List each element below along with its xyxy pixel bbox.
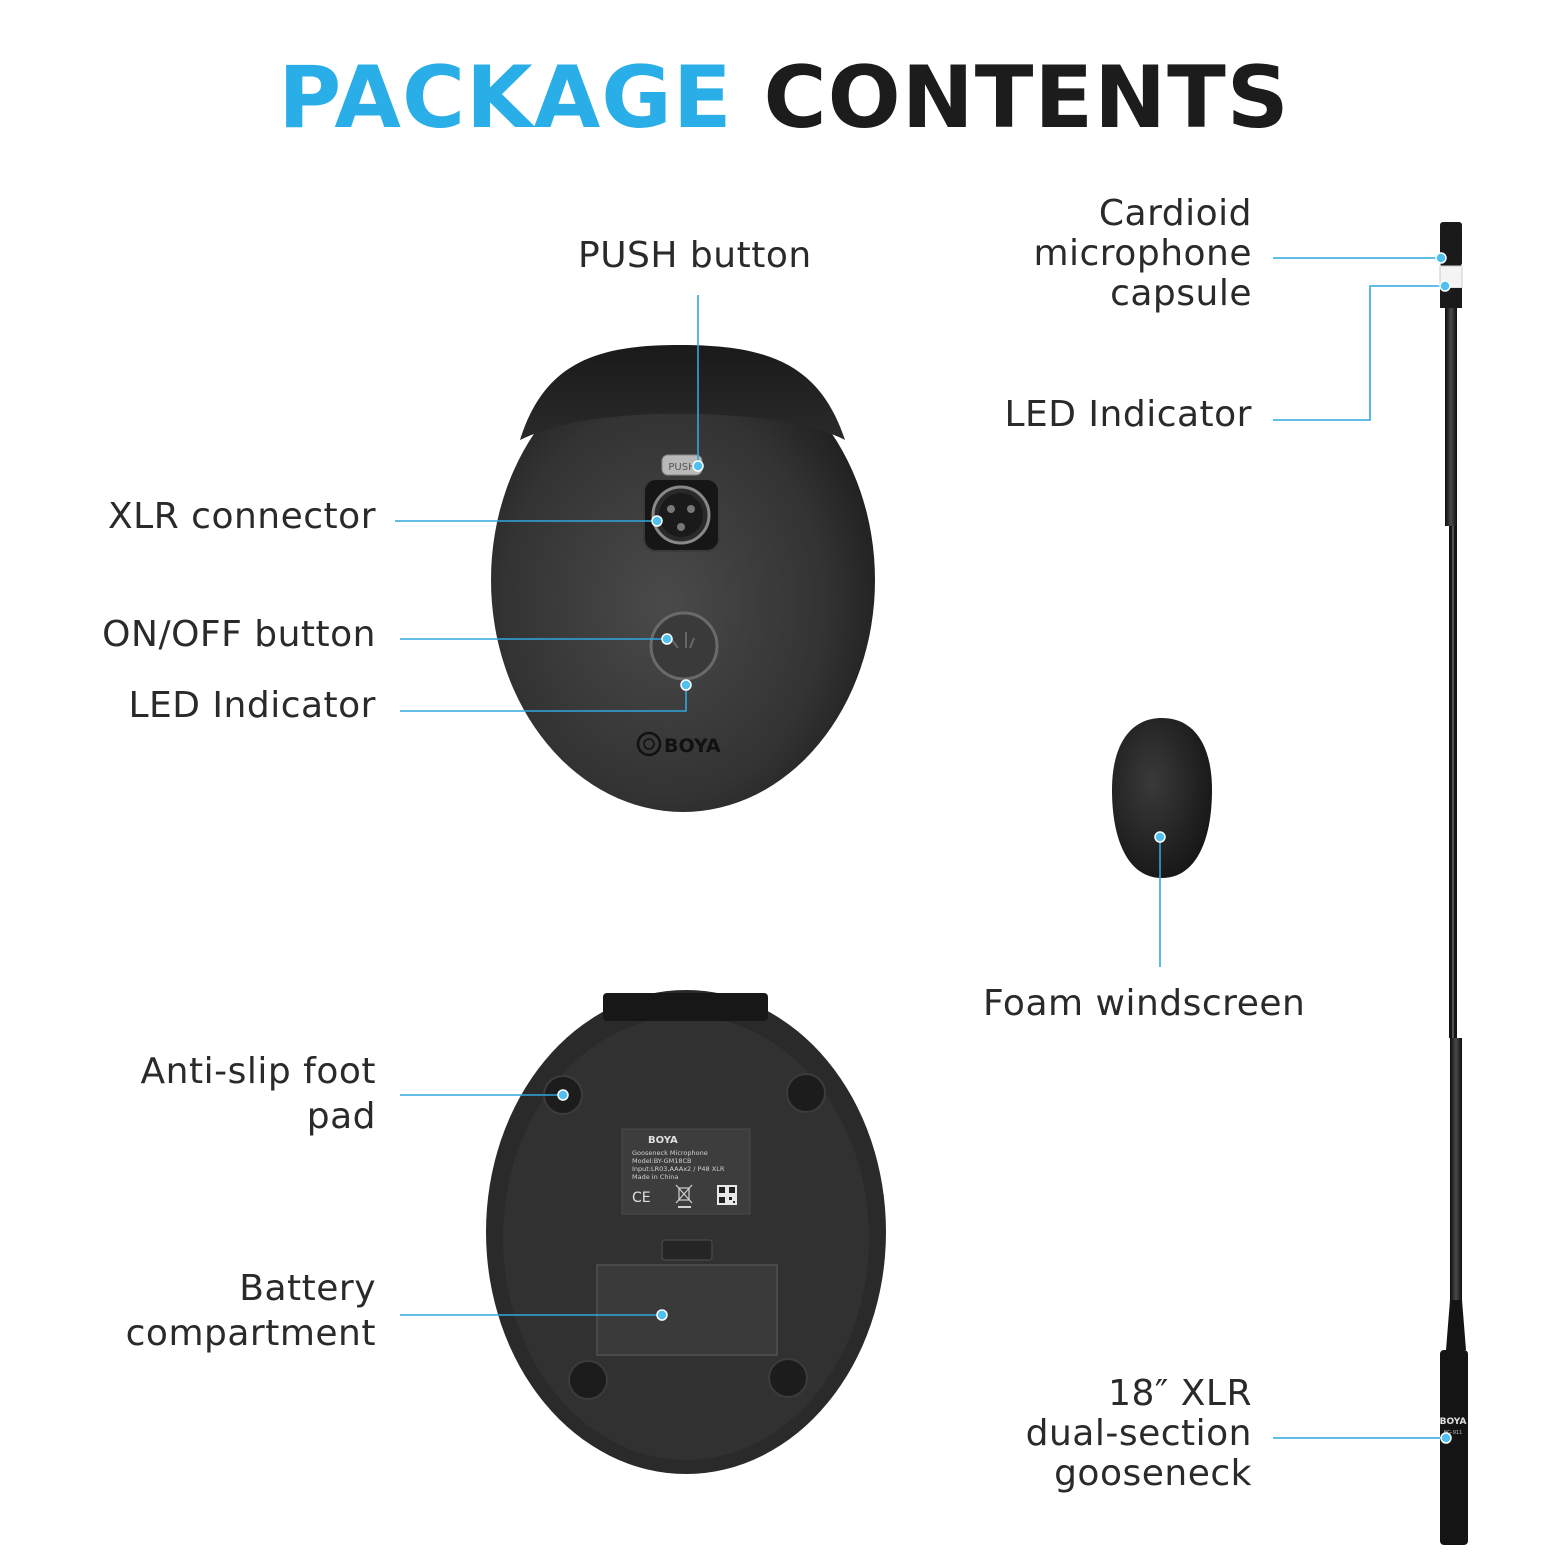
label-anti-slip-line-1: Anti-slip foot — [140, 1051, 376, 1092]
callout-dot — [692, 460, 704, 472]
sticker-line-4: Made in China — [632, 1173, 678, 1181]
push-button-text: PUSH — [668, 462, 695, 473]
page-title: PACKAGE CONTENTS — [0, 48, 1568, 148]
callout-dot — [1440, 1432, 1452, 1444]
callout-dot — [656, 1309, 668, 1321]
label-capsule-line-1: Cardioid — [1098, 193, 1252, 234]
ce-mark: CE — [632, 1190, 651, 1206]
callout-led-indicator-base — [400, 685, 687, 712]
callout-lines — [395, 257, 1446, 1439]
mic-model-text: BG-911 — [1444, 1430, 1463, 1436]
label-gooseneck-line-2: dual-section — [1025, 1413, 1252, 1454]
base-bottom-notch — [603, 993, 768, 1021]
label-gooseneck-line-1: 18″ XLR — [1108, 1373, 1252, 1414]
callout-dot — [1435, 252, 1447, 264]
xlr-body — [1440, 1350, 1468, 1545]
label-battery-line-1: Battery — [239, 1268, 376, 1309]
gooseneck-lower — [1450, 1038, 1462, 1300]
callout-dot — [557, 1089, 569, 1101]
sticker-brand: BOYA — [648, 1135, 678, 1146]
sticker-line-1: Gooseneck Microphone — [632, 1149, 708, 1157]
product-sticker: BOYA Gooseneck Microphone Model:BY-GM18C… — [621, 1128, 751, 1215]
label-led-indicator-base: LED Indicator — [128, 685, 376, 726]
sticker-line-3: Input:LR03,AAAx2 / P48 XLR — [632, 1165, 725, 1173]
base-bottom-view: BOYA Gooseneck Microphone Model:BY-GM18C… — [486, 990, 886, 1474]
foot-pad-icon — [786, 1073, 826, 1113]
label-gooseneck: 18″ XLR dual-section gooseneck — [930, 1374, 1252, 1494]
weee-bin-icon — [675, 1184, 693, 1208]
label-capsule-line-2: microphone — [1033, 233, 1252, 274]
base-top-view: PUSH BOYA — [491, 345, 875, 812]
battery-compartment-icon — [596, 1239, 778, 1356]
label-push-button: PUSH button — [578, 235, 812, 276]
foam-windscreen-icon — [1112, 718, 1212, 878]
foot-pad-icon — [768, 1358, 808, 1398]
callout-dot — [1154, 831, 1166, 843]
title-part-2: CONTENTS — [763, 48, 1290, 148]
base-top-hump — [520, 345, 845, 440]
boya-logo-text: BOYA — [664, 735, 721, 757]
title-part-1: PACKAGE — [278, 48, 733, 148]
callout-dot — [680, 679, 692, 691]
label-gooseneck-line-3: gooseneck — [1054, 1453, 1252, 1494]
label-on-off-button: ON/OFF button — [102, 614, 376, 655]
mic-brand-text: BOYA — [1440, 1417, 1467, 1427]
sticker-line-2: Model:BY-GM18CB — [632, 1157, 692, 1165]
label-battery-line-2: compartment — [125, 1313, 376, 1354]
foot-pad-icon — [568, 1360, 608, 1400]
label-anti-slip: Anti-slip foot pad — [40, 1049, 376, 1139]
label-xlr-connector: XLR connector — [107, 496, 376, 537]
boya-logo: BOYA — [636, 731, 721, 757]
callout-dot — [661, 633, 673, 645]
callout-led-indicator-mic — [1273, 285, 1445, 421]
base-top-body — [491, 348, 875, 812]
xlr-connector-icon — [643, 478, 720, 552]
label-led-indicator-mic: LED Indicator — [1004, 394, 1252, 435]
callout-dot — [1439, 280, 1451, 292]
label-battery: Battery compartment — [40, 1266, 376, 1356]
callout-dot — [651, 515, 663, 527]
callout-dots — [557, 252, 1452, 1444]
label-capsule: Cardioid microphone capsule — [930, 194, 1252, 314]
on-off-button-icon — [649, 611, 719, 681]
qr-code-icon — [717, 1185, 737, 1205]
label-foam-windscreen: Foam windscreen — [983, 983, 1306, 1024]
push-button-icon: PUSH — [661, 454, 703, 476]
label-capsule-line-3: capsule — [1110, 273, 1252, 314]
gooseneck-mic-icon: BOYA BG-911 — [1439, 222, 1468, 1545]
label-anti-slip-line-2: pad — [306, 1096, 376, 1137]
gooseneck-upper — [1445, 308, 1457, 526]
